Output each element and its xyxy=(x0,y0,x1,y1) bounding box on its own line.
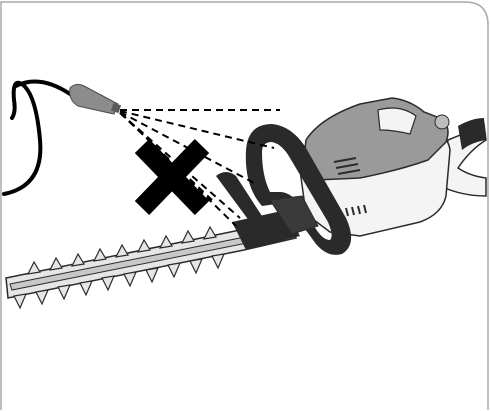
spray-nozzle-icon xyxy=(70,84,121,114)
water-hose xyxy=(4,82,70,195)
top-cover-recess xyxy=(378,108,416,134)
top-cover-button xyxy=(435,115,449,129)
hedge-trimmer-icon xyxy=(6,98,486,308)
